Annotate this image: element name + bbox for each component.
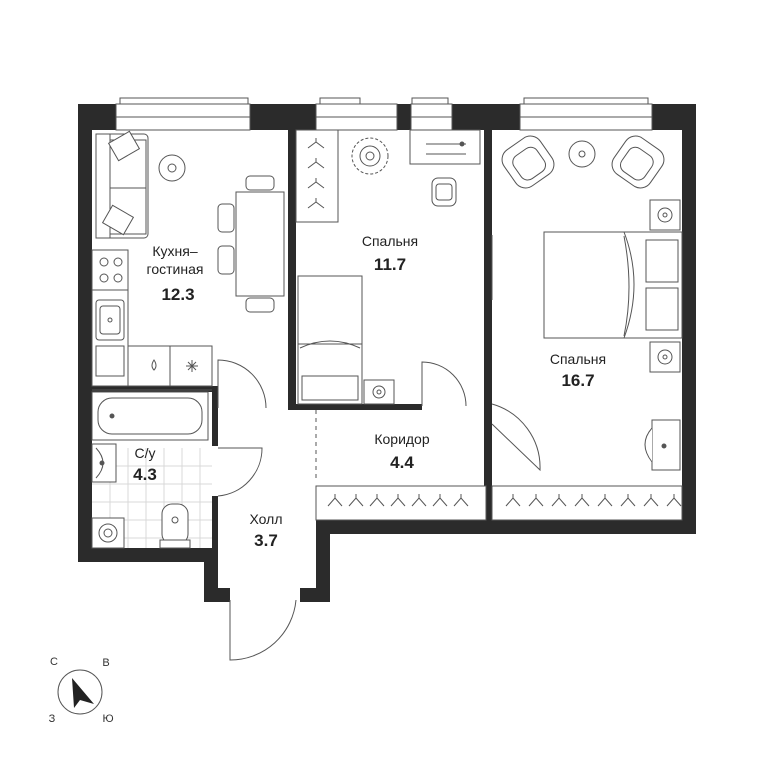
corridor-hangers (327, 494, 682, 507)
exterior-walls (78, 104, 696, 602)
compass-south: Ю (102, 713, 113, 725)
interior-walls (92, 130, 492, 552)
hanger-icon (432, 494, 448, 507)
hanger-icon (597, 494, 613, 507)
wardrobe-icon (295, 129, 339, 223)
hanger-icon (390, 494, 406, 507)
room-label-kitchen: Кухня– гостиная 12.3 (147, 243, 204, 304)
single-bed-icon (297, 275, 363, 405)
hanger-icon (528, 494, 544, 507)
hanger-icon (574, 494, 590, 507)
room-label-bedroom-1: Спальня 11.7 (362, 233, 418, 274)
coffee-table-icon (568, 140, 596, 168)
room-name-line: Спальня (550, 351, 606, 367)
compass-arrow-icon (72, 678, 94, 708)
compass-north: С (50, 656, 58, 668)
hanger-icon (453, 494, 469, 507)
room-name-line: Спальня (362, 233, 418, 249)
toilet-icon (159, 503, 191, 549)
hanger-icon (643, 494, 659, 507)
side-table-icon (158, 154, 186, 182)
room-area: 4.4 (390, 453, 414, 472)
doors (217, 359, 541, 661)
snowflake-icon (186, 360, 198, 372)
hanger-icon (348, 494, 364, 507)
water-drop-icon (151, 359, 157, 371)
hanger-icon (327, 494, 343, 507)
sofa-icon (95, 130, 149, 239)
hanger-icon (666, 494, 682, 507)
kitchen-counter (91, 249, 213, 387)
room-name-line: гостиная (147, 261, 204, 277)
stove-icon (99, 257, 123, 283)
lamp-icons (649, 199, 681, 373)
room-label-corridor: Коридор 4.4 (374, 431, 430, 472)
bathtub-icon (91, 391, 209, 441)
room-label-bathroom: С/у 4.3 (133, 445, 157, 484)
compass-ring (57, 669, 103, 715)
compass-west: З (49, 713, 56, 725)
windows (115, 103, 653, 131)
chair-icon (431, 177, 457, 207)
compass: С В Ю З (49, 656, 114, 725)
plant-icon (351, 137, 389, 175)
hanger-icons (307, 138, 325, 209)
room-name-line: Холл (250, 511, 283, 527)
washbasin-icon (91, 443, 117, 483)
room-area: 12.3 (161, 285, 194, 304)
hanger-icon (369, 494, 385, 507)
room-name-line: Кухня– (152, 243, 197, 259)
room-label-bedroom-2: Спальня 16.7 (550, 351, 606, 390)
room-area: 3.7 (254, 531, 278, 550)
room-area: 11.7 (374, 255, 406, 274)
room-name-line: Коридор (374, 431, 430, 447)
room-name-line: С/у (135, 445, 156, 461)
corridor-wardrobe (315, 485, 683, 521)
double-bed-icon (543, 231, 683, 339)
dresser-icon (644, 419, 681, 471)
dining-table-icon (217, 175, 285, 313)
sink-icon (95, 299, 125, 341)
hanger-icon (551, 494, 567, 507)
nightstand-icon (363, 379, 395, 405)
window-sills (119, 97, 649, 105)
hanger-icon (620, 494, 636, 507)
armchair-icons (501, 135, 665, 189)
room-label-hall: Холл 3.7 (250, 511, 283, 550)
desk-icon (409, 129, 481, 165)
room-area: 4.3 (133, 465, 157, 484)
thin-lines (92, 235, 493, 480)
washing-machine-icon (91, 517, 125, 549)
room-area: 16.7 (561, 371, 594, 390)
hanger-icon (411, 494, 427, 507)
compass-east: В (102, 657, 109, 669)
dishwasher-icon (95, 345, 125, 377)
hanger-icon (505, 494, 521, 507)
